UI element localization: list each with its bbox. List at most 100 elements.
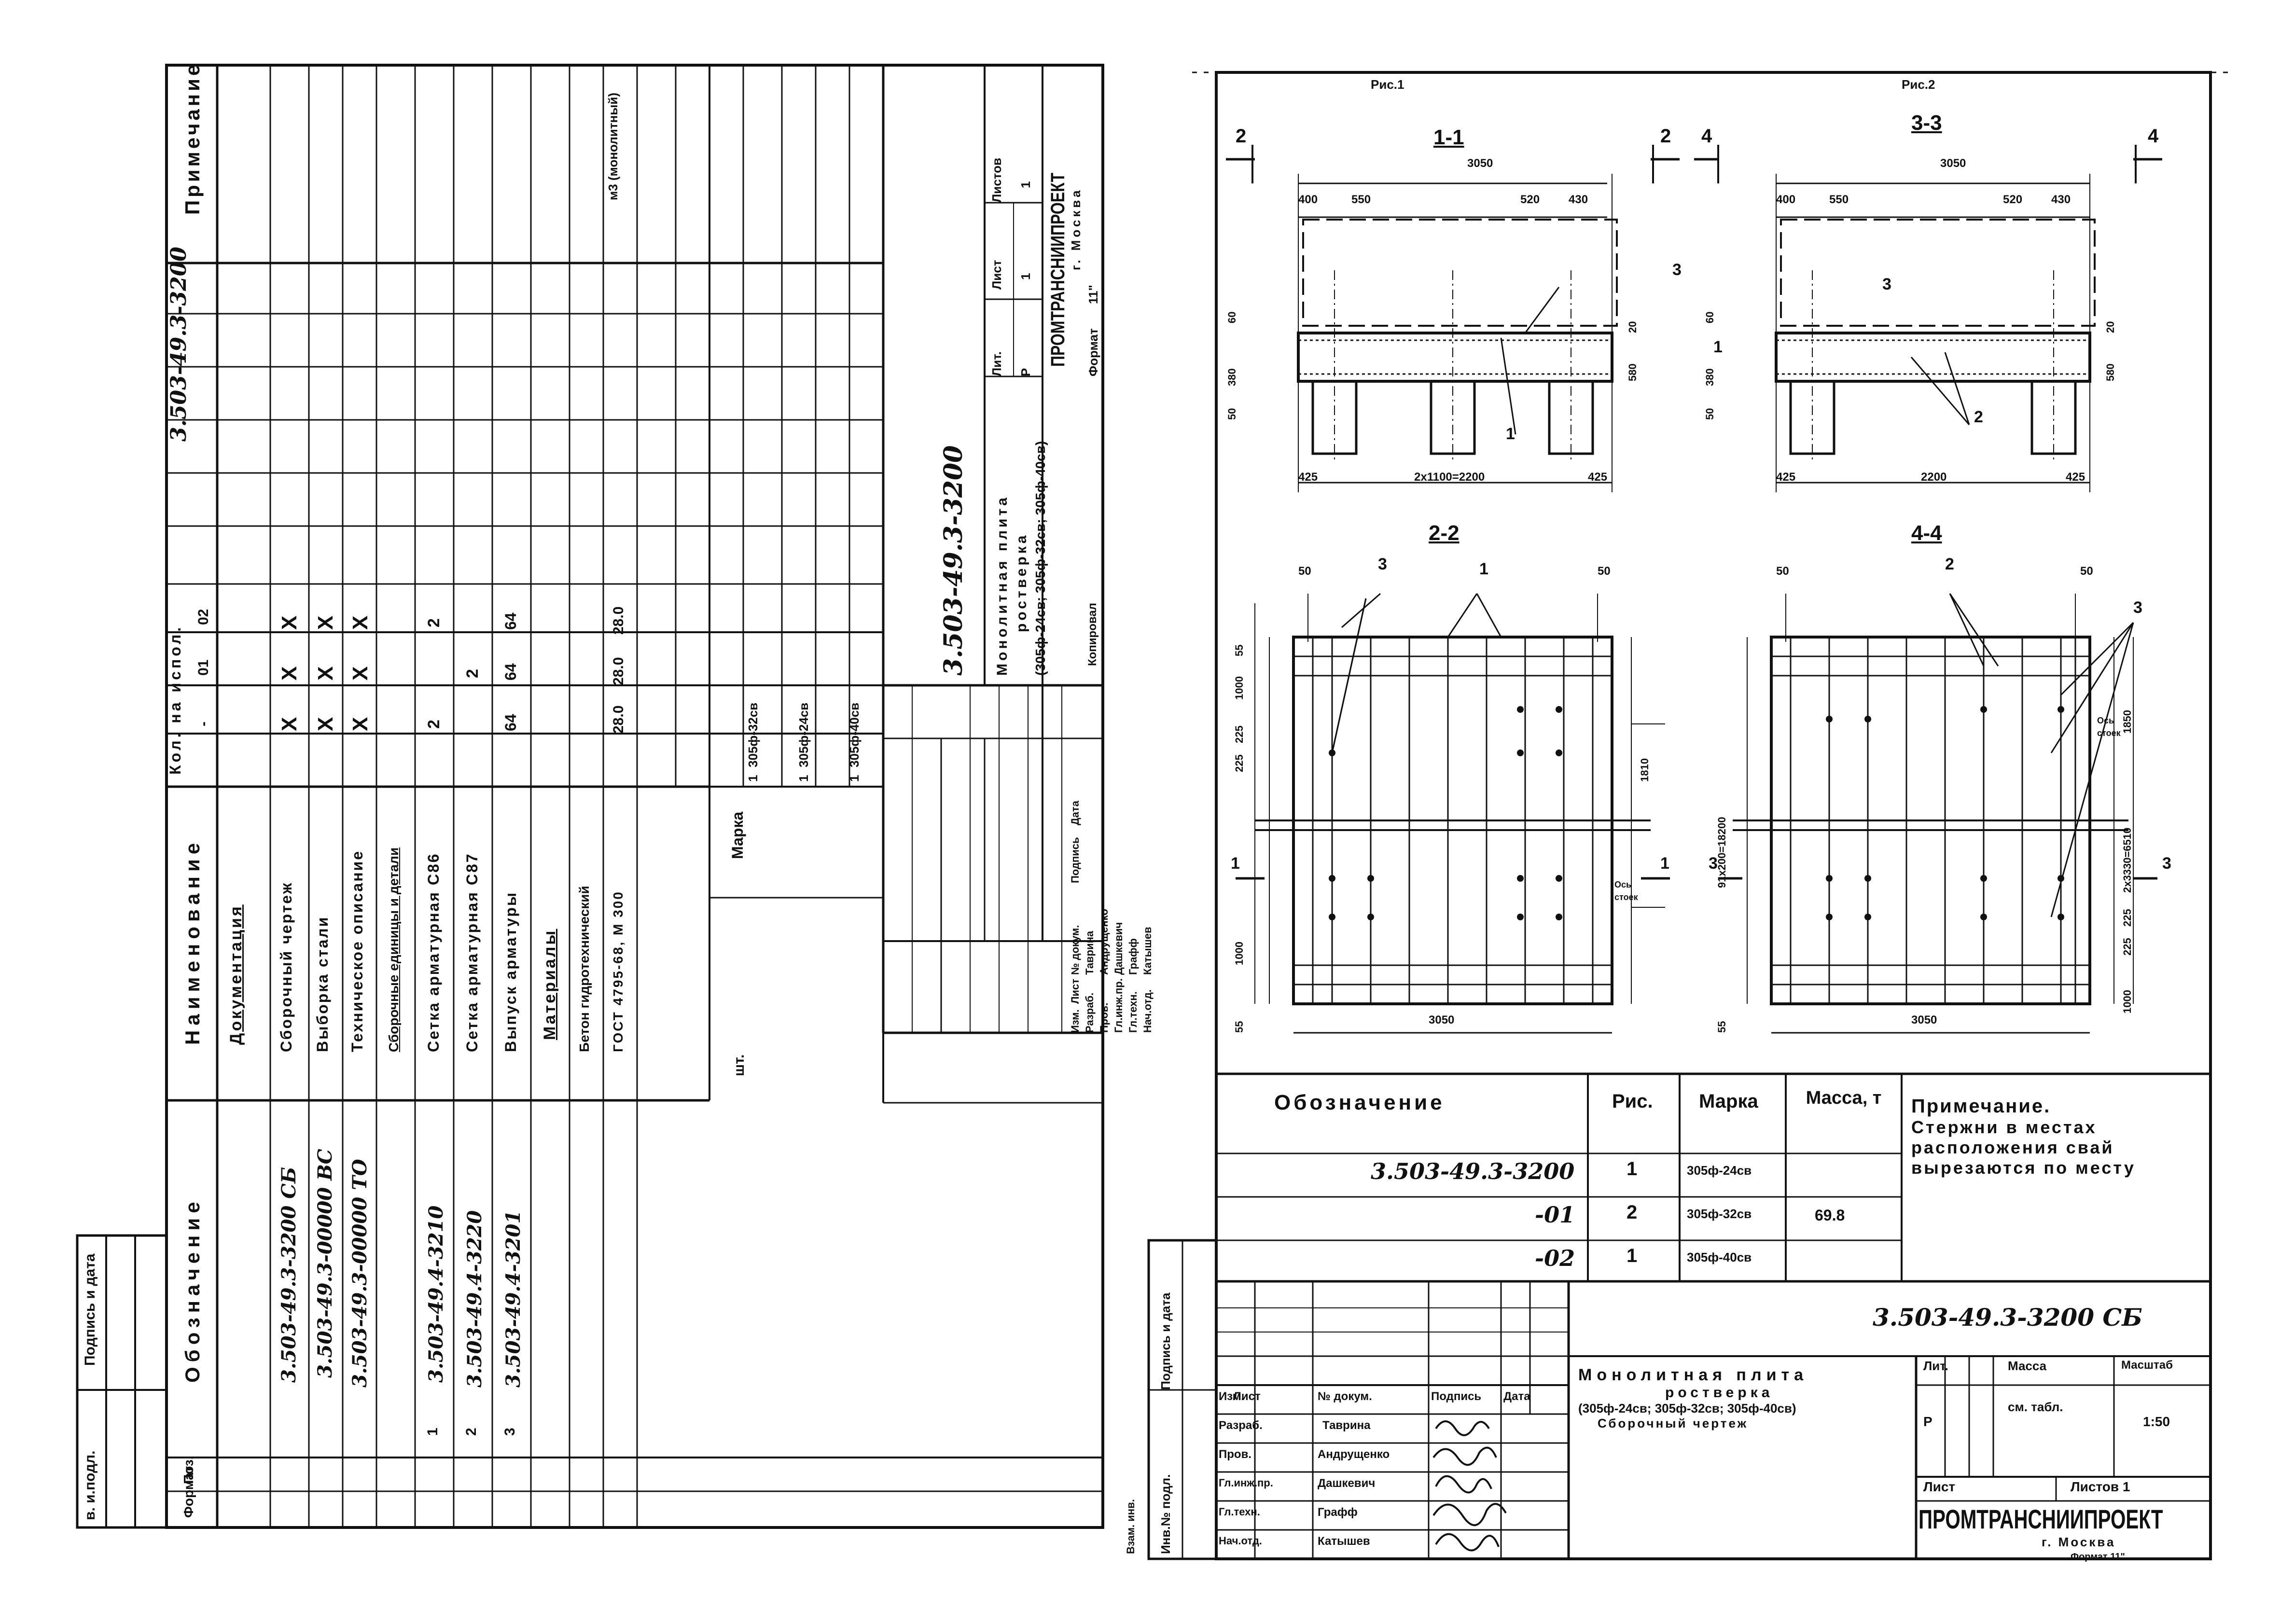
right-title-block-lines (1216, 1280, 2210, 1559)
s33-dim-top-1: 550 (1829, 193, 1849, 206)
s11-dim-top-0: 400 (1298, 193, 1318, 206)
right-col-head-0: Изм. (1219, 1390, 1245, 1403)
note-block: Примечание. Стержни в местах расположени… (1911, 1096, 2136, 1178)
fig-2-label: Рис.2 (1902, 77, 1935, 92)
s33-dim-bottom-2: 425 (2066, 471, 2085, 484)
right-lit-value: Р (1923, 1414, 1932, 1429)
right-sheet-label: Лист (1923, 1479, 1956, 1494)
right-staff-4-role: Нач.отд. (1219, 1535, 1262, 1547)
spec-r0-designation: 3.503-49.3-3200 (1371, 1158, 1575, 1184)
s33-dim-bottom-0: 425 (1776, 471, 1796, 484)
right-city: г. Москва (2042, 1535, 2116, 1549)
spec-head-fig: Рис. (1612, 1091, 1653, 1112)
right-staff-2-name: Дашкевич (1318, 1477, 1376, 1490)
s33-callout-3: 3 (1882, 275, 1891, 293)
right-staff-0-role: Разраб. (1219, 1419, 1263, 1432)
s22-axis: Ось стоек (1614, 880, 1638, 902)
s33-total: 3050 (1940, 157, 1966, 170)
s44-callout-mesh: 2 (1945, 555, 1954, 573)
s11-cut-left: 2 (1236, 125, 1247, 147)
s44-axis: Ось стоек (2097, 716, 2121, 738)
s33-dim-top-3: 430 (2051, 193, 2071, 206)
signature-3 (1435, 1475, 1492, 1494)
signature-5 (1435, 1533, 1500, 1552)
note-line-2: вырезаются по месту (1911, 1158, 2136, 1178)
signature-4 (1432, 1503, 1507, 1526)
s33-cut-right: 4 (2148, 125, 2159, 147)
s33-dim-bottom-1: 2200 (1921, 471, 1947, 484)
spec-head-mark: Марка (1699, 1091, 1758, 1112)
signature-1 (1435, 1420, 1490, 1436)
section-4-4-dots (1826, 706, 2064, 920)
right-format: Формат 11" (2071, 1552, 2125, 1562)
s44-edge-right: 50 (2080, 565, 2093, 578)
s11-cut-right: 2 (1660, 125, 1671, 147)
right-staff-3-role: Гл.техн. (1219, 1506, 1260, 1518)
s44-width: 3050 (1911, 1013, 1937, 1027)
right-lit-label: Лит. (1923, 1359, 1948, 1373)
section-3-3-title: 3-3 (1911, 111, 1942, 135)
spec-r1-mass: 69.8 (1815, 1207, 1845, 1224)
s11-callout-3: 3 (1672, 261, 1682, 279)
right-inv-swap: Взам. инв. (1125, 1499, 1137, 1554)
s33-cut-left: 4 (1701, 125, 1712, 147)
note-title: Примечание. (1911, 1096, 2051, 1117)
right-signature-date: Подпись и дата (1158, 1292, 1173, 1390)
section-3-3 (1694, 145, 2162, 492)
spec-r1-fig: 2 (1627, 1202, 1638, 1223)
note-line-0: Стержни в местах (1911, 1117, 2097, 1137)
right-col-head-3: Подпись (1431, 1390, 1482, 1403)
right-sheets-label: Листов 1 (2071, 1479, 2130, 1494)
spec-head-designation: Обозначение (1274, 1091, 1445, 1114)
s22-callout-mesh: 1 (1479, 560, 1488, 578)
right-doc-code: 3.503-49.3-3200 СБ (1873, 1303, 2142, 1332)
right-scale-value: 1:50 (2143, 1414, 2170, 1429)
s33-dim-top-2: 520 (2003, 193, 2023, 206)
right-title-line-1: ростверка (1665, 1385, 1774, 1401)
s11-dim-bottom-2: 425 (1588, 471, 1608, 484)
section-2-2-title: 2-2 (1429, 521, 1460, 545)
spec-r2-designation: -02 (1535, 1245, 1575, 1271)
right-staff-0-name: Таврина (1322, 1419, 1371, 1432)
spec-r2-mark: 305ф-40св (1687, 1250, 1752, 1264)
s11-callout-1: 1 (1506, 425, 1515, 443)
s22-width: 3050 (1429, 1013, 1455, 1027)
section-1-1-title: 1-1 (1433, 125, 1464, 149)
spec-r0-mark: 305ф-24св (1687, 1163, 1752, 1178)
s22-cut-right: 1 (1660, 854, 1669, 873)
s11-dim-top-1: 550 (1351, 193, 1371, 206)
s44-cut-left: 3 (1709, 854, 1718, 873)
s33-dim-top-0: 400 (1776, 193, 1796, 206)
section-2-2 (1236, 593, 1670, 1034)
right-staff-4-name: Катышев (1318, 1535, 1370, 1548)
section-4-4-title: 4-4 (1911, 521, 1942, 545)
s22-edge-left: 50 (1298, 565, 1311, 578)
right-scale-label: Масштаб (2121, 1359, 2173, 1372)
right-mass-label: Масса (2008, 1359, 2047, 1373)
s22-edge-right: 50 (1598, 565, 1611, 578)
spec-r0-fig: 1 (1627, 1158, 1638, 1180)
right-staff-1-role: Пров. (1219, 1448, 1251, 1461)
s33-callout-2: 2 (1974, 408, 1983, 426)
s44-cut-right: 3 (2162, 854, 2171, 873)
right-staff-2-role: Гл.инж.пр. (1219, 1477, 1273, 1489)
signature-2 (1432, 1446, 1497, 1466)
right-title-line-2: (305ф-24св; 305ф-32св; 305ф-40св) (1578, 1401, 1796, 1416)
spec-r1-designation: -01 (1535, 1202, 1575, 1228)
right-col-head-4: Дата (1503, 1390, 1530, 1403)
s11-dim-top-2: 520 (1520, 193, 1540, 206)
s11-dim-top-3: 430 (1569, 193, 1588, 206)
s11-dim-bottom-1: 2х1100=2200 (1414, 471, 1485, 484)
s11-dim-bottom-0: 425 (1298, 471, 1318, 484)
right-mass-value: см. табл. (2008, 1400, 2063, 1414)
spec-r2-fig: 1 (1627, 1245, 1638, 1266)
section-4-4 (1718, 593, 2157, 1034)
s22-cut-left: 1 (1231, 854, 1240, 873)
right-col-head-2: № докум. (1318, 1390, 1372, 1403)
spec-head-mass: Масса, т (1806, 1088, 1882, 1108)
spec-r1-mark: 305ф-32св (1687, 1207, 1752, 1221)
section-2-2-dots (1329, 706, 1562, 920)
